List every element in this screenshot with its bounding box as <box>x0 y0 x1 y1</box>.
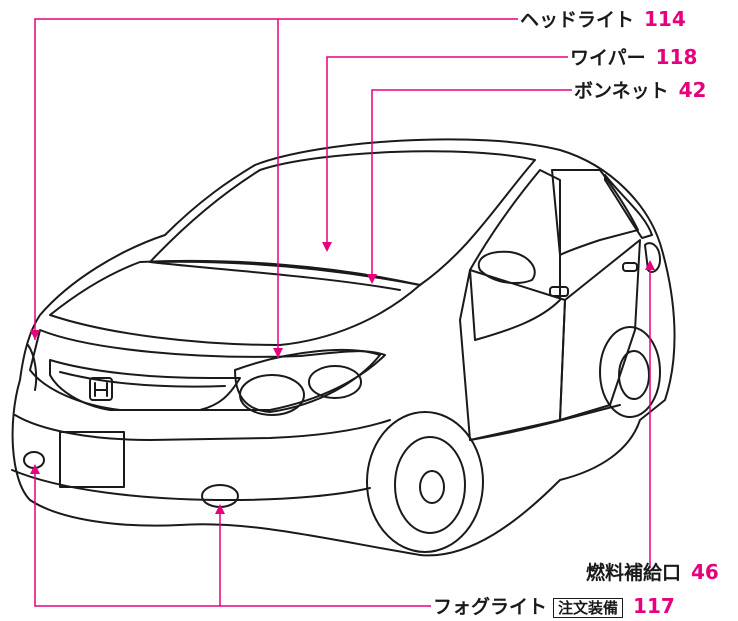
wiper-label: ワイパー <box>570 47 646 69</box>
rear-side-window <box>551 169 639 256</box>
bonnet-leader <box>371 89 572 282</box>
wiper-leader <box>326 56 568 250</box>
rear-door <box>559 239 641 421</box>
fuel-callout: 燃料補給口 46 <box>586 560 719 585</box>
headlight-callout: ヘッドライト 114 <box>520 7 686 32</box>
side-skirt <box>469 404 621 441</box>
foglight-callout: フォグライト注文装備 117 <box>433 594 675 620</box>
door-handle-rear <box>622 262 638 272</box>
leader-arrowheads <box>30 242 655 514</box>
wiper-callout: ワイパー 118 <box>570 45 697 70</box>
foglight-page[interactable]: 117 <box>633 594 675 618</box>
bonnet-callout: ボンネット 42 <box>574 78 706 103</box>
front-door <box>459 269 566 441</box>
bonnet-label: ボンネット <box>574 80 669 102</box>
leader-lines <box>34 18 651 607</box>
hood <box>49 259 421 346</box>
brand-emblem <box>89 377 113 401</box>
headlight-right-lamp <box>308 365 362 399</box>
fuel-page[interactable]: 46 <box>691 560 719 584</box>
fog-light-left <box>23 451 45 469</box>
windshield <box>149 150 536 286</box>
headlight-housing <box>234 349 381 413</box>
side-mirror <box>477 250 536 284</box>
bonnet-page[interactable]: 42 <box>678 78 707 102</box>
foglight-label: フォグライト <box>433 596 548 618</box>
rear-wheel <box>599 326 661 418</box>
wiper-page[interactable]: 118 <box>655 45 698 69</box>
front-wheel <box>366 411 484 553</box>
license-plate <box>59 431 125 488</box>
foglight-leader <box>34 466 431 607</box>
headlight-left-small <box>27 344 38 391</box>
car-body-outline <box>11 138 676 557</box>
front-bumper <box>11 414 391 501</box>
grille <box>49 359 241 411</box>
hood-crease <box>149 261 401 291</box>
fog-light-right <box>201 484 239 508</box>
optional-equipment-badge: 注文装備 <box>553 598 624 618</box>
front-side-window <box>469 169 561 341</box>
fuel-label: 燃料補給口 <box>586 562 682 584</box>
rear-quarter-window <box>604 174 653 239</box>
headlight-label: ヘッドライト <box>520 9 635 31</box>
grille-bar <box>59 371 226 388</box>
door-handle-front <box>549 286 569 297</box>
headlight-page[interactable]: 114 <box>644 7 686 31</box>
headlight-leader <box>34 18 518 358</box>
